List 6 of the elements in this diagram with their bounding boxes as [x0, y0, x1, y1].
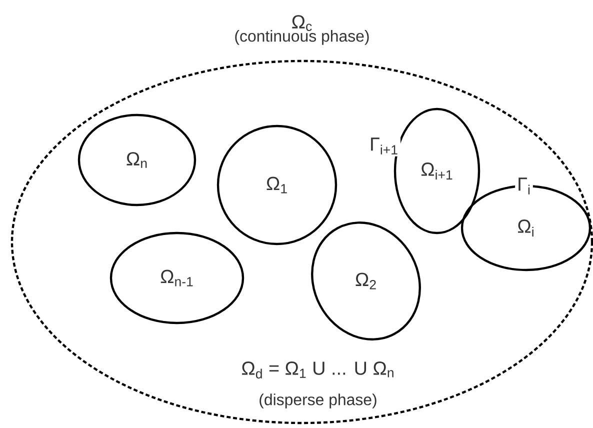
phase-label: Ω$_{d}$ = Ω$_{1}$ U ... U Ω$_{n}$ [239, 360, 397, 380]
node-label: Ω$_{c}$ [292, 15, 312, 32]
node-label: (continuous phase) [235, 30, 369, 45]
phase-label: (disperse phase) [256, 392, 380, 410]
interface-label: Γ$_{i}$ [515, 176, 533, 196]
interface-label: Γ$_{i+1}$ [368, 136, 400, 156]
